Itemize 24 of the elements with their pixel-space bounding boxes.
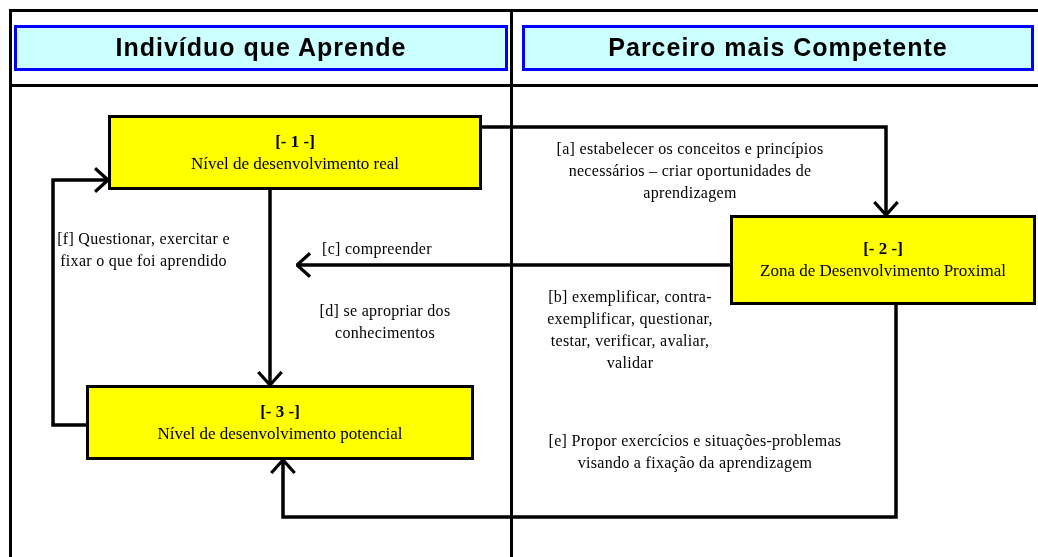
step-number: [- 1 -] <box>275 130 315 153</box>
step-number: [- 2 -] <box>863 238 903 260</box>
note-text: [b] exemplificar, contra-exemplificar, questionar, testar, verificar, avaliar, validar <box>546 287 714 373</box>
arrow <box>269 305 898 519</box>
edge-label: [e] Propor exercícios e situações-problemas visando a fixação da aprendizagem <box>547 431 843 474</box>
arrow <box>482 125 900 217</box>
edge-label: [f] Questionar, exercitar e fixar o que foi aprendido <box>56 229 231 272</box>
process-box <box>108 115 482 190</box>
step-number: [- 3 -] <box>260 400 300 423</box>
edge-label: [d] se apropriar dos conhecimentos <box>318 301 452 343</box>
edge-label: [a] estabelecer os conceitos e princípios necessários – criar oportunidades de aprendizagem <box>555 139 825 204</box>
lane-header <box>14 25 508 71</box>
arrow <box>51 166 110 427</box>
header-text: Indivíduo que Aprende <box>115 32 407 64</box>
step-text: Nível de desenvolvimento potencial <box>157 422 403 445</box>
process-box <box>730 215 1036 305</box>
process-box <box>86 385 474 460</box>
edge-label: [c] compreender <box>322 239 433 260</box>
step-text: Zona de Desenvolvimento Proximal <box>760 260 1006 282</box>
arrow <box>295 251 730 279</box>
step-text: Nível de desenvolvimento real <box>190 152 400 175</box>
header-text: Parceiro mais Competente <box>608 32 948 64</box>
lane-header <box>522 25 1034 71</box>
arrow <box>256 190 284 387</box>
